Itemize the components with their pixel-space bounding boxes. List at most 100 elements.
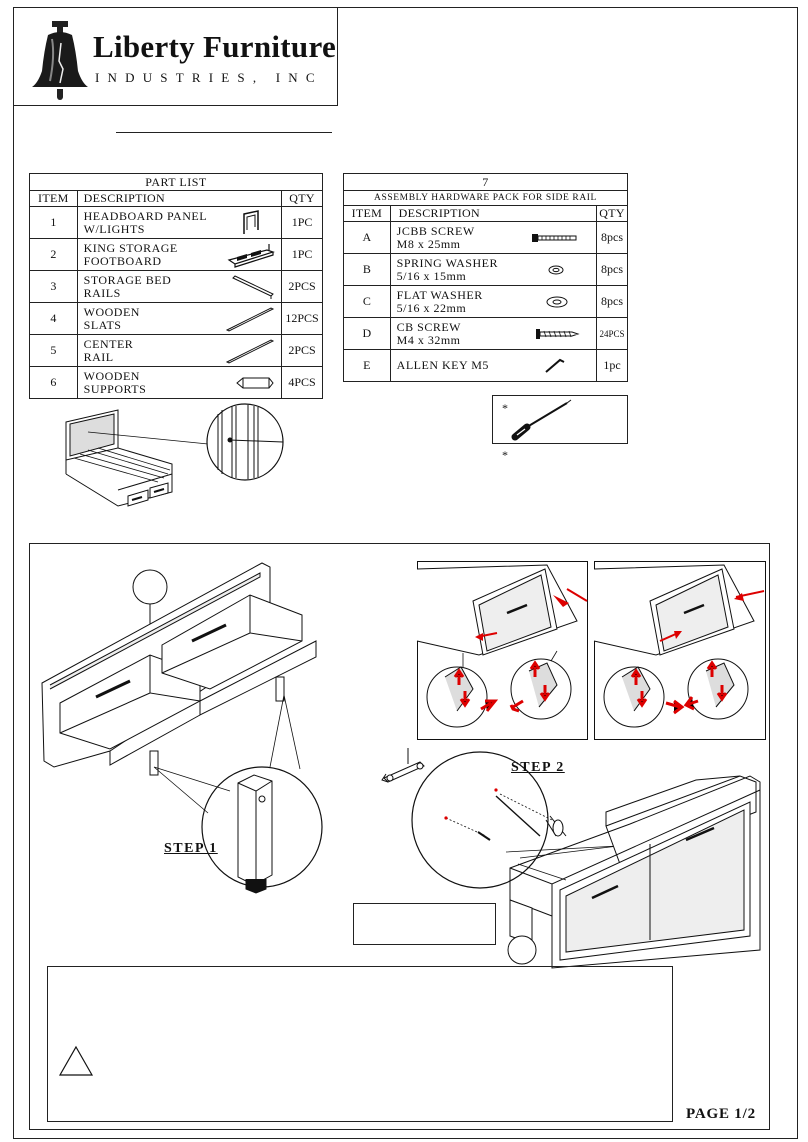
- desc-line1: KING STORAGE: [83, 240, 178, 255]
- desc-line1: WOODEN: [83, 304, 140, 319]
- step1-label: STEP 1: [164, 841, 218, 856]
- desc-line1: HEADBOARD PANEL: [83, 208, 208, 223]
- item-qty: 1PC: [281, 238, 323, 271]
- part-list-table: PART LIST ITEM DESCRIPTION QTY 1 HEADBOA…: [29, 173, 323, 399]
- item-description: CB SCREW M4 x 32mm: [389, 317, 598, 350]
- hardware-table: 7 ASSEMBLY HARDWARE PACK FOR SIDE RAIL I…: [343, 173, 628, 382]
- bed-overview-illustration: [65, 403, 284, 507]
- item-letter: D: [343, 317, 391, 350]
- table-row: 4 WOODEN SLATS 12PCS: [29, 302, 323, 335]
- hardware-caption: ASSEMBLY HARDWARE PACK FOR SIDE RAIL: [343, 190, 628, 206]
- col-description: DESCRIPTION: [76, 190, 283, 207]
- wood-screw-icon: [536, 328, 580, 339]
- item-qty: 4PCS: [281, 366, 323, 399]
- table-row: 5 CENTER RAIL 2PCS: [29, 334, 323, 367]
- brand-subtitle: INDUSTRIES, INC: [95, 70, 323, 85]
- desc-line2: SLATS: [83, 317, 122, 332]
- item-description: WOODEN SLATS: [76, 302, 283, 335]
- headboard-icon: [243, 209, 259, 234]
- title-rule: [116, 132, 332, 133]
- footboard-drawers-illustration: [41, 562, 323, 894]
- item-description: SPRING WASHER 5/16 x 15mm: [389, 253, 598, 286]
- liberty-bell-logo: [32, 21, 88, 100]
- desc-line1: STORAGE BED: [83, 272, 172, 287]
- col-description: DESCRIPTION: [389, 205, 598, 222]
- desc-line2: RAIL: [83, 349, 114, 364]
- desc-line1: CB SCREW: [396, 319, 462, 334]
- slat-icon: [226, 306, 275, 332]
- item-letter: B: [343, 253, 391, 286]
- support-icon: [236, 377, 274, 388]
- desc-line1: SPRING WASHER: [396, 255, 498, 270]
- item-description: CENTER RAIL: [76, 334, 283, 367]
- tool-star: *: [502, 448, 508, 462]
- flat-washer-icon: [546, 296, 568, 307]
- spring-washer-icon: [548, 265, 564, 274]
- desc-line2: SUPPORTS: [83, 381, 147, 396]
- hardware-number: 7: [343, 173, 628, 191]
- warning-triangle-icon: [58, 1045, 94, 1076]
- item-description: STORAGE BED RAILS: [76, 270, 283, 303]
- step2-label: STEP 2: [511, 760, 565, 775]
- item-qty: 8pcs: [596, 253, 628, 286]
- desc-line1: CENTER: [83, 336, 134, 351]
- rail-icon: [232, 274, 274, 299]
- item-qty: 1PC: [281, 206, 323, 239]
- item-description: JCBB SCREW M8 x 25mm: [389, 221, 598, 254]
- part-list-caption: PART LIST: [29, 173, 323, 191]
- center-rail-icon: [226, 338, 275, 364]
- desc-line1: FLAT WASHER: [396, 287, 483, 302]
- page-number: PAGE 1/2: [686, 1106, 756, 1122]
- col-item: ITEM: [29, 190, 78, 207]
- col-qty: QTY: [281, 190, 323, 207]
- desc-line2: 5/16 x 22mm: [396, 300, 467, 315]
- table-row: 3 STORAGE BED RAILS 2PCS: [29, 270, 323, 303]
- footboard-icon: [227, 243, 276, 268]
- desc-line1: WOODEN: [83, 368, 140, 383]
- item-number: 4: [29, 302, 78, 335]
- item-qty: 12PCS: [281, 302, 323, 335]
- item-qty: 2PCS: [281, 270, 323, 303]
- desc-line2: 5/16 x 15mm: [396, 268, 467, 283]
- item-number: 3: [29, 270, 78, 303]
- item-number: 5: [29, 334, 78, 367]
- item-description: FLAT WASHER 5/16 x 22mm: [389, 285, 598, 318]
- desc-line2: FOOTBOARD: [83, 253, 162, 268]
- item-qty: 2PCS: [281, 334, 323, 367]
- allen-key-icon: [545, 358, 565, 373]
- table-row: D CB SCREW M4 x 32mm 24PCS: [343, 317, 628, 350]
- col-qty: QTY: [596, 205, 628, 222]
- table-row: B SPRING WASHER 5/16 x 15mm 8pcs: [343, 253, 628, 286]
- table-row: E ALLEN KEY M5 1pc: [343, 349, 628, 382]
- page-border: [13, 7, 798, 1139]
- item-qty: 1pc: [596, 349, 628, 382]
- item-description: KING STORAGE FOOTBOARD: [76, 238, 283, 271]
- desc-line1: ALLEN KEY M5: [396, 358, 489, 372]
- screwdriver-icon: [511, 399, 572, 441]
- item-description: HEADBOARD PANEL W/LIGHTS: [76, 206, 283, 239]
- tools-box: *: [492, 395, 628, 444]
- table-row: 2 KING STORAGE FOOTBOARD 1PC: [29, 238, 323, 271]
- item-letter: A: [343, 221, 391, 254]
- drawer-slide-detail-left: [416, 561, 588, 740]
- desc-line2: W/LIGHTS: [83, 221, 145, 236]
- item-number: 2: [29, 238, 78, 271]
- table-row: 1 HEADBOARD PANEL W/LIGHTS 1PC: [29, 206, 323, 239]
- instructions-frame: [29, 543, 770, 1130]
- bolt-icon: [532, 233, 577, 242]
- item-description: WOODEN SUPPORTS: [76, 366, 283, 399]
- desc-line2: M8 x 25mm: [396, 236, 461, 251]
- table-row: A JCBB SCREW M8 x 25mm 8pcs: [343, 221, 628, 254]
- tool-star: *: [502, 401, 508, 415]
- brand-name: Liberty Furniture: [93, 29, 337, 64]
- logo-box: Liberty Furniture INDUSTRIES, INC: [13, 7, 338, 106]
- warning-box: [47, 966, 673, 1122]
- item-qty: 8pcs: [596, 285, 628, 318]
- table-row: C FLAT WASHER 5/16 x 22mm 8pcs: [343, 285, 628, 318]
- item-number: 6: [29, 366, 78, 399]
- drawer-slide-detail-right: [593, 561, 766, 740]
- col-item: ITEM: [343, 205, 391, 222]
- desc-line2: RAILS: [83, 285, 121, 300]
- footboard-side-rail-illustration: [381, 748, 761, 969]
- item-letter: C: [343, 285, 391, 318]
